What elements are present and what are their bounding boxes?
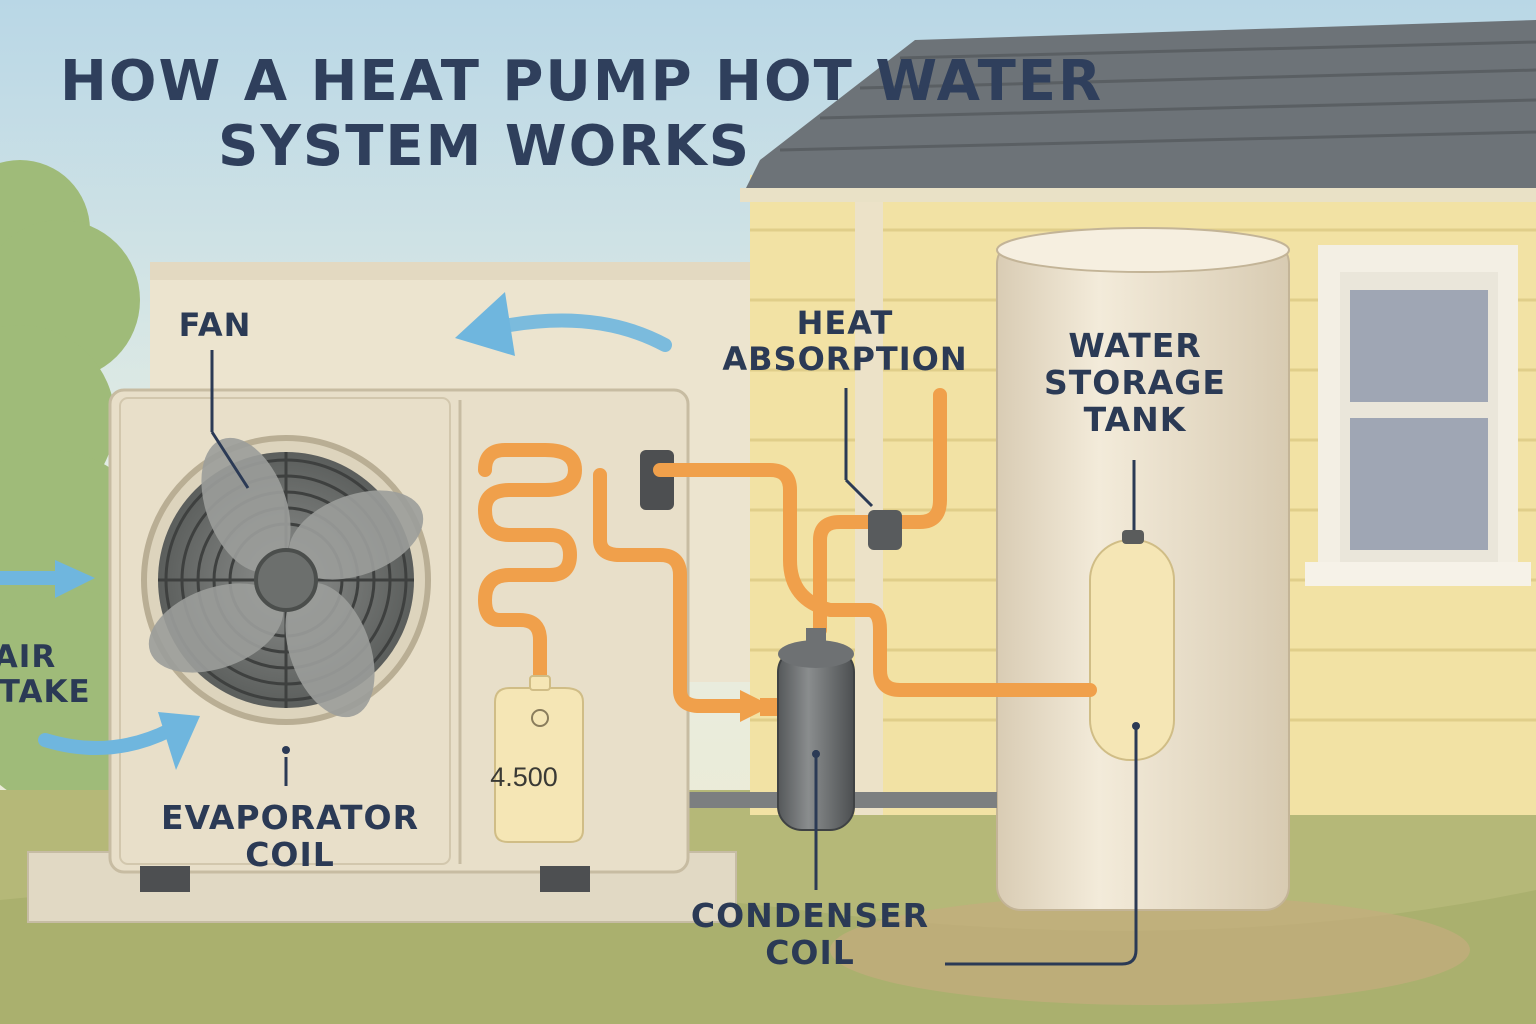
label-line: HEAT: [796, 304, 894, 342]
label-line: WATER: [1068, 326, 1202, 365]
diagram-title: HOW A HEAT PUMP HOT WATER SYSTEM WORKS: [60, 49, 1180, 180]
label-water-storage-tank: WATER STORAGE TANK: [1030, 326, 1240, 439]
label-line: INTAKE: [0, 673, 91, 710]
leader-lines: [210, 350, 1138, 966]
label-air-intake: AIR INTAKE: [0, 640, 120, 709]
air-flow-arrows: [0, 313, 672, 755]
flow-arrowhead: [740, 690, 772, 722]
label-evaporator-coil: EVAPORATOR COIL: [150, 798, 430, 874]
refrigerant-pipe: [478, 388, 1097, 713]
label-condenser-coil: CONDENSER COIL: [685, 896, 935, 972]
pressure-gauge-tag: [494, 675, 584, 843]
water-storage-tank: [996, 227, 1290, 911]
gauge-value: 4.500: [490, 762, 558, 792]
title-line-1: HOW A HEAT PUMP HOT WATER: [60, 49, 1104, 114]
label-fan: FAN: [178, 306, 252, 344]
label-line: TANK: [1083, 399, 1187, 439]
label-line: CONDENSER: [690, 896, 930, 935]
title-line-2: SYSTEM WORKS: [218, 113, 752, 179]
fan-grille: [141, 435, 431, 725]
label-line: ABSORPTION: [722, 339, 968, 378]
condenser-compressor: [777, 628, 855, 831]
label-line: COIL: [245, 834, 335, 874]
roof: [740, 20, 1536, 202]
label-line: EVAPORATOR: [161, 798, 419, 837]
label-line: AIR: [0, 639, 57, 675]
label-heat-absorption: HEAT ABSORPTION: [720, 304, 970, 378]
house-window: [1305, 245, 1531, 586]
heat-absorption-valve: [868, 510, 902, 550]
label-line: COIL: [765, 932, 855, 972]
label-line: STORAGE: [1044, 362, 1226, 402]
